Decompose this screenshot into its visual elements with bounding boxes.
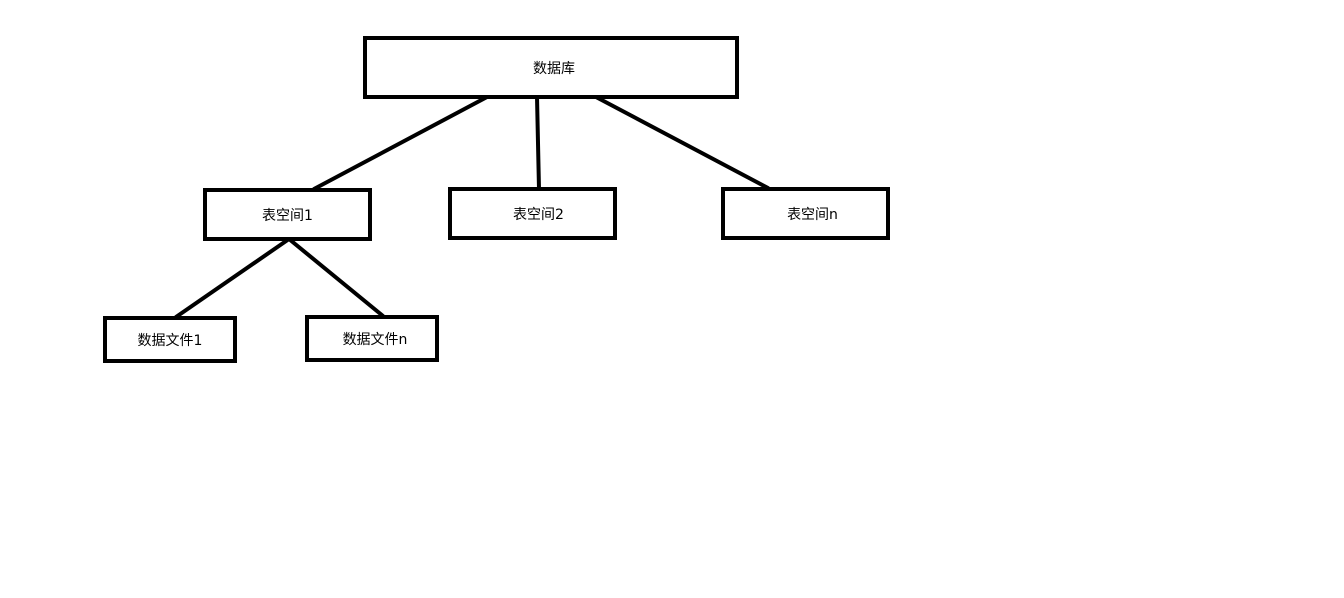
edge-database-tablespace-1 <box>312 95 489 191</box>
tablespace-2-label: 表空间2 <box>513 206 564 223</box>
edge-tablespace-1-datafile-1 <box>174 237 291 319</box>
tablespace-n-node: 表空间n <box>721 187 890 240</box>
datafile-n-label: 数据文件n <box>342 331 408 348</box>
edge-database-tablespace-2 <box>535 95 541 191</box>
edge-database-tablespace-n <box>594 95 770 190</box>
database-node: 数据库 <box>363 36 739 99</box>
tablespace-1-node: 表空间1 <box>203 188 372 241</box>
datafile-1-label: 数据文件1 <box>137 332 203 349</box>
database-label: 数据库 <box>533 60 575 77</box>
datafile-n-node: 数据文件n <box>305 315 439 362</box>
tablespace-1-label: 表空间1 <box>262 207 313 224</box>
tablespace-2-node: 表空间2 <box>448 187 617 240</box>
datafile-1-node: 数据文件1 <box>103 316 237 363</box>
edge-tablespace-1-datafile-n <box>287 237 385 318</box>
tablespace-n-label: 表空间n <box>787 206 838 223</box>
